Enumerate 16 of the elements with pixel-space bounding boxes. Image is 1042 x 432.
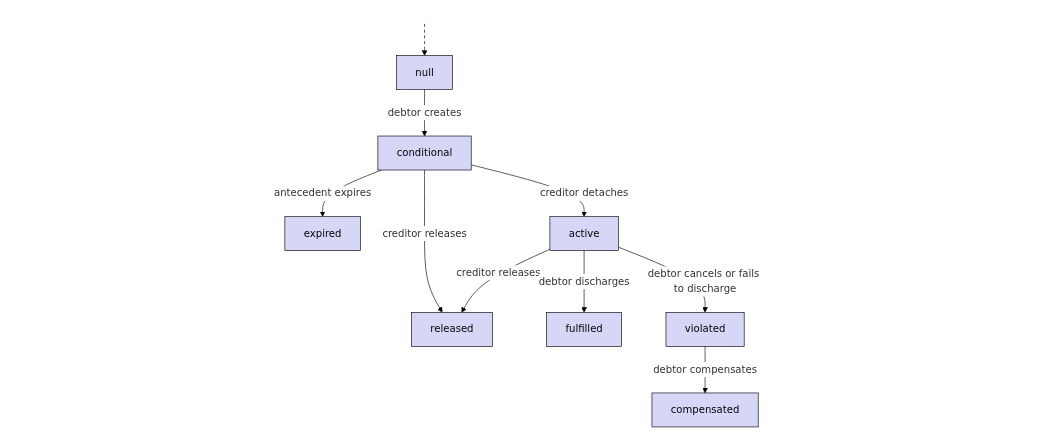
node-box: null <box>396 55 453 90</box>
node-box: expired <box>284 216 361 251</box>
edge-label: creditor detaches <box>539 187 629 199</box>
edge-label: creditor releases <box>382 227 467 240</box>
node-box: fulfilled <box>546 312 622 347</box>
edge-label: debtor creates <box>387 106 462 119</box>
edge-label: debtor compensates <box>653 363 757 376</box>
edge-label: creditor releases <box>456 266 541 279</box>
node-box: released <box>411 312 493 347</box>
node-box: active <box>549 216 619 251</box>
edge-label: debtor cancels or fails to discharge <box>647 267 760 295</box>
edge-label: debtor discharges <box>538 275 630 288</box>
edge-label: antecedent expires <box>274 187 372 199</box>
node-box: compensated <box>651 392 759 428</box>
node-box: conditional <box>377 135 472 171</box>
node-box: violated <box>665 312 745 347</box>
